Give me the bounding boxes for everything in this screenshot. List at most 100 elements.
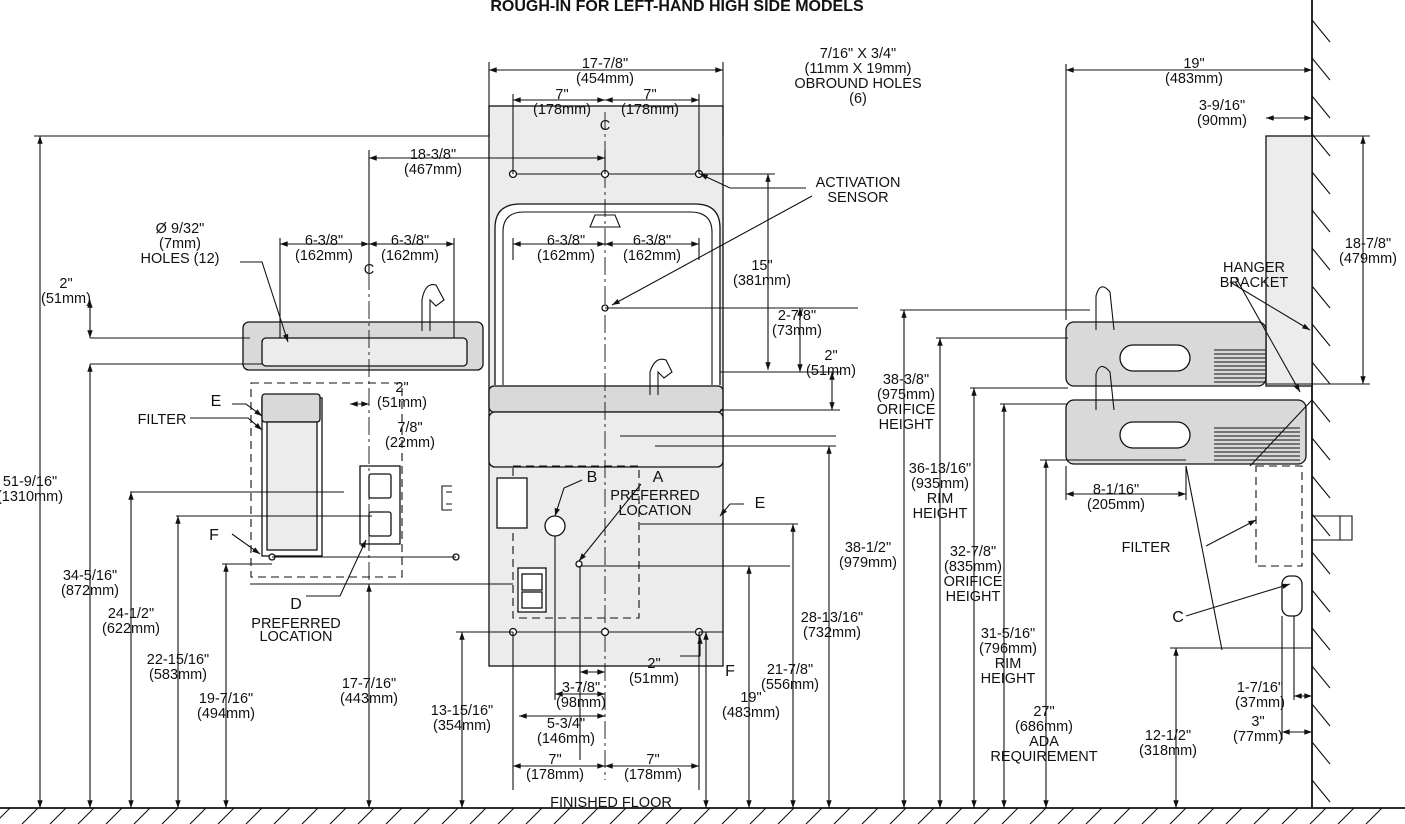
dim-6-3-8-b-text-line-1: (162mm)	[381, 248, 439, 264]
dim-32-7-8-text-line-0: 32-7/8"	[950, 544, 996, 560]
dim-27-text-line-1: (686mm)	[1015, 719, 1073, 735]
dim-19-7-16-text-line-0: 19-7/16"	[199, 691, 253, 707]
dim-2-7-8-text-line-1: (73mm)	[772, 323, 822, 339]
dim-36-13-16-text-line-1: (935mm)	[911, 476, 969, 492]
dim-2-mid-text-line-0: 2"	[395, 380, 408, 396]
dim-27-text-line-0: 27"	[1033, 704, 1054, 720]
preferred-label-2-line-1: LOCATION	[259, 629, 332, 645]
dim-36-13-16-text-line-3: HEIGHT	[913, 506, 968, 522]
dim-31-5-16-text-line-1: (796mm)	[979, 641, 1037, 657]
dim-2-bottom-text-line-1: (51mm)	[629, 671, 679, 687]
hanger-label-line-0: HANGER	[1223, 260, 1285, 276]
dim-32-7-8-text-line-1: (835mm)	[944, 559, 1002, 575]
dim-19-right-text-line-1: (483mm)	[722, 705, 780, 721]
dim-6-3-8-c-text-line-1: (162mm)	[537, 248, 595, 264]
dim-2-left-text-line-1: (51mm)	[41, 291, 91, 307]
filter-label-left: FILTER	[138, 412, 187, 428]
dim-19-right-text-line-0: 19"	[740, 690, 761, 706]
dim-2-7-8-text-line-0: 2-7/8"	[778, 308, 816, 324]
callout-d: D	[290, 596, 302, 613]
dim-6-3-8-c-text-line-0: 6-3/8"	[547, 233, 585, 249]
dim-7-bottom-left-text-line-0: 7"	[548, 752, 561, 768]
diagram-title: ROUGH-IN FOR LEFT-HAND HIGH SIDE MODELS	[490, 0, 864, 15]
dim-7-8-text-line-0: 7/8"	[397, 420, 422, 436]
dim-38-1-2-text-line-0: 38-1/2"	[845, 540, 891, 556]
filter-label-right: FILTER	[1122, 540, 1171, 556]
dim-17-7-16-text-line-1: (443mm)	[340, 691, 398, 707]
side-view-unit	[1065, 135, 1353, 651]
left-fountain-unit	[242, 272, 484, 580]
dim-21-7-8-text-line-0: 21-7/8"	[767, 662, 813, 678]
dim-27-text-line-2: ADA	[1029, 734, 1059, 750]
hanger-label-line-1: BRACKET	[1220, 275, 1289, 291]
dim-3-side-text-line-1: (77mm)	[1233, 729, 1283, 745]
dim-2-bottom-text-line-0: 2"	[647, 656, 660, 672]
activation-label-line-1: SENSOR	[827, 190, 888, 206]
dim-1-7-16-text-line-0: 1-7/16"	[1237, 680, 1283, 696]
callout-a: A	[653, 469, 664, 486]
dim-6-3-8-d-text-line-1: (162mm)	[623, 248, 681, 264]
callout-e2: E	[755, 495, 766, 512]
dim-31-5-16-text-line-3: HEIGHT	[981, 671, 1036, 687]
dim-7-left-text-line-1: (178mm)	[533, 102, 591, 118]
dim-6-3-8-a-text-line-0: 6-3/8"	[305, 233, 343, 249]
dim-32-7-8-text-line-3: HEIGHT	[946, 589, 1001, 605]
preferred-label-2-line-0: PREFERRED	[251, 616, 340, 632]
activation-label-line-0: ACTIVATION	[816, 175, 901, 191]
dim-8-1-16-text-line-0: 8-1/16"	[1093, 482, 1139, 498]
dim-21-7-8-text-line-1: (556mm)	[761, 677, 819, 693]
dim-6-3-8-d-text-line-0: 6-3/8"	[633, 233, 671, 249]
dim-18-3-8-text-line-0: 18-3/8"	[410, 147, 456, 163]
dim-6-3-8-a-text-line-1: (162mm)	[295, 248, 353, 264]
dim-51-9-16-text-line-0: 51-9/16"	[3, 474, 57, 490]
dim-27-text-line-3: REQUIREMENT	[990, 749, 1097, 765]
dim-38-3-8-text-line-1: (975mm)	[877, 387, 935, 403]
dim-13-15-16-text-line-0: 13-15/16"	[431, 703, 493, 719]
dim-24-1-2-text-line-0: 24-1/2"	[108, 606, 154, 622]
finished-floor-label: FINISHED FLOOR	[550, 795, 672, 811]
dim-32-7-8-text-line-2: ORIFICE	[944, 574, 1003, 590]
dim-22-15-16-text-line-0: 22-15/16"	[147, 652, 209, 668]
dim-19-side-text-line-0: 19"	[1183, 56, 1204, 72]
dim-19-7-16-text-line-1: (494mm)	[197, 706, 255, 722]
dim-51-9-16-text-line-1: (1310mm)	[0, 489, 63, 505]
holes-9-32-label-line-1: (7mm)	[159, 236, 201, 252]
right-fountain-unit	[441, 105, 724, 780]
dim-38-3-8-text-line-0: 38-3/8"	[883, 372, 929, 388]
obround-label-line-2: OBROUND HOLES	[794, 76, 921, 92]
dim-8-1-16-text-line-1: (205mm)	[1087, 497, 1145, 513]
obround-label-line-0: 7/16" X 3/4"	[820, 46, 896, 62]
dim-2-mid-text-line-1: (51mm)	[377, 395, 427, 411]
callout-e1: E	[211, 393, 222, 410]
dim-38-3-8-text-line-3: HEIGHT	[879, 417, 934, 433]
dim-3-side-text-line-0: 3"	[1251, 714, 1264, 730]
dim-6-3-8-b-text-line-0: 6-3/8"	[391, 233, 429, 249]
obround-label-line-1: (11mm X 19mm)	[805, 61, 912, 77]
dim-18-7-8-text-line-1: (479mm)	[1339, 251, 1397, 267]
dim-15-text-line-1: (381mm)	[733, 273, 791, 289]
dim-36-13-16-text-line-0: 36-13/16"	[909, 461, 971, 477]
dim-7-8-text-line-1: (22mm)	[385, 435, 435, 451]
centerline-symbol-0: C	[600, 118, 610, 134]
callout-f2: F	[725, 663, 735, 680]
dim-34-5-16-text-line-1: (872mm)	[61, 583, 119, 599]
dim-7-bottom-right-text-line-0: 7"	[646, 752, 659, 768]
dim-1-7-16-text-line-1: (37mm)	[1235, 695, 1285, 711]
preferred-label-1-line-0: PREFERRED	[610, 488, 699, 504]
dim-2-left-text-line-0: 2"	[59, 276, 72, 292]
dim-31-5-16-text-line-2: RIM	[995, 656, 1022, 672]
dim-3-9-16-text-line-1: (90mm)	[1197, 113, 1247, 129]
callout-b: B	[587, 469, 598, 486]
dim-3-9-16-text-line-0: 3-9/16"	[1199, 98, 1245, 114]
dim-5-3-4-text-line-1: (146mm)	[537, 731, 595, 747]
dim-28-13-16-text-line-1: (732mm)	[803, 625, 861, 641]
dim-17-7-16-text-line-0: 17-7/16"	[342, 676, 396, 692]
dim-18-3-8-text-line-1: (467mm)	[404, 162, 462, 178]
dim-12-1-2-text-line-1: (318mm)	[1139, 743, 1197, 759]
dim-7-left-text-line-0: 7"	[555, 87, 568, 103]
centerline-symbol-1: C	[364, 262, 374, 278]
dimension-lines	[37, 62, 1370, 809]
callout-f1: F	[209, 527, 219, 544]
